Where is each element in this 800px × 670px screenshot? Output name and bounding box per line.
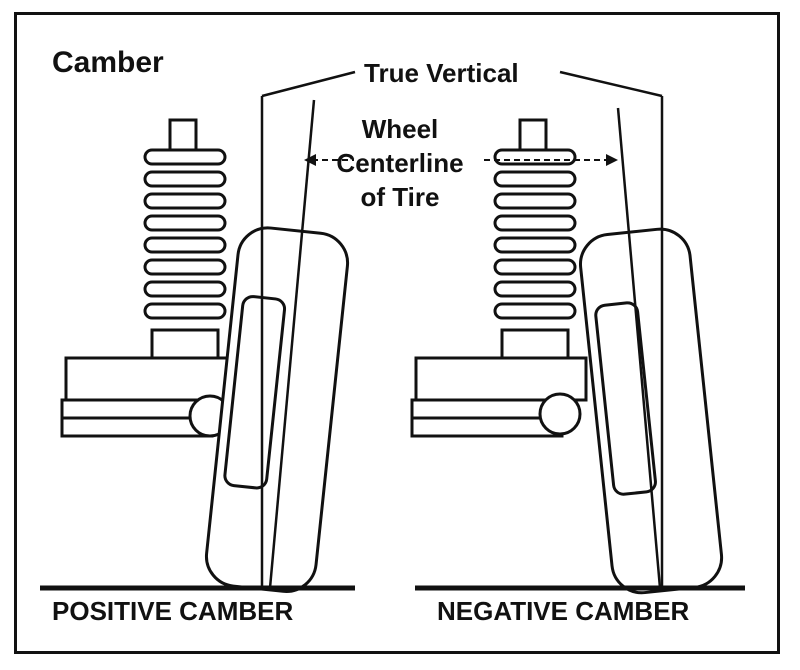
centerline-right bbox=[616, 107, 662, 589]
tire-right bbox=[579, 227, 724, 595]
leader-true-vertical-right bbox=[559, 70, 663, 98]
caption-negative-camber: NEGATIVE CAMBER bbox=[437, 596, 690, 626]
spring-seat-right bbox=[500, 328, 570, 362]
spring-seat-left bbox=[150, 328, 220, 362]
upper-arm-left bbox=[64, 356, 238, 402]
ball-joint-right bbox=[538, 392, 582, 436]
arrowhead-right-icon bbox=[606, 154, 618, 166]
diagram-title: Camber bbox=[52, 46, 164, 79]
leader-true-vertical-left bbox=[261, 70, 356, 98]
centerline-left bbox=[268, 99, 316, 589]
tire-left bbox=[204, 226, 350, 593]
negative-camber-assembly bbox=[410, 118, 724, 595]
label-wheel-line-2: Centerline bbox=[336, 148, 464, 178]
coil-spring-left bbox=[143, 148, 227, 320]
positive-camber-assembly bbox=[60, 118, 350, 593]
arrowhead-left-icon bbox=[304, 154, 316, 166]
label-wheel-line-1: Wheel bbox=[361, 114, 439, 144]
label-wheel-line-3: of Tire bbox=[360, 182, 440, 212]
label-true-vertical: True Vertical bbox=[364, 58, 519, 88]
coil-spring-right bbox=[493, 148, 577, 320]
label-wheel-centerline: Wheel Centerline of Tire bbox=[300, 112, 500, 214]
caption-positive-camber: POSITIVE CAMBER bbox=[52, 596, 294, 626]
